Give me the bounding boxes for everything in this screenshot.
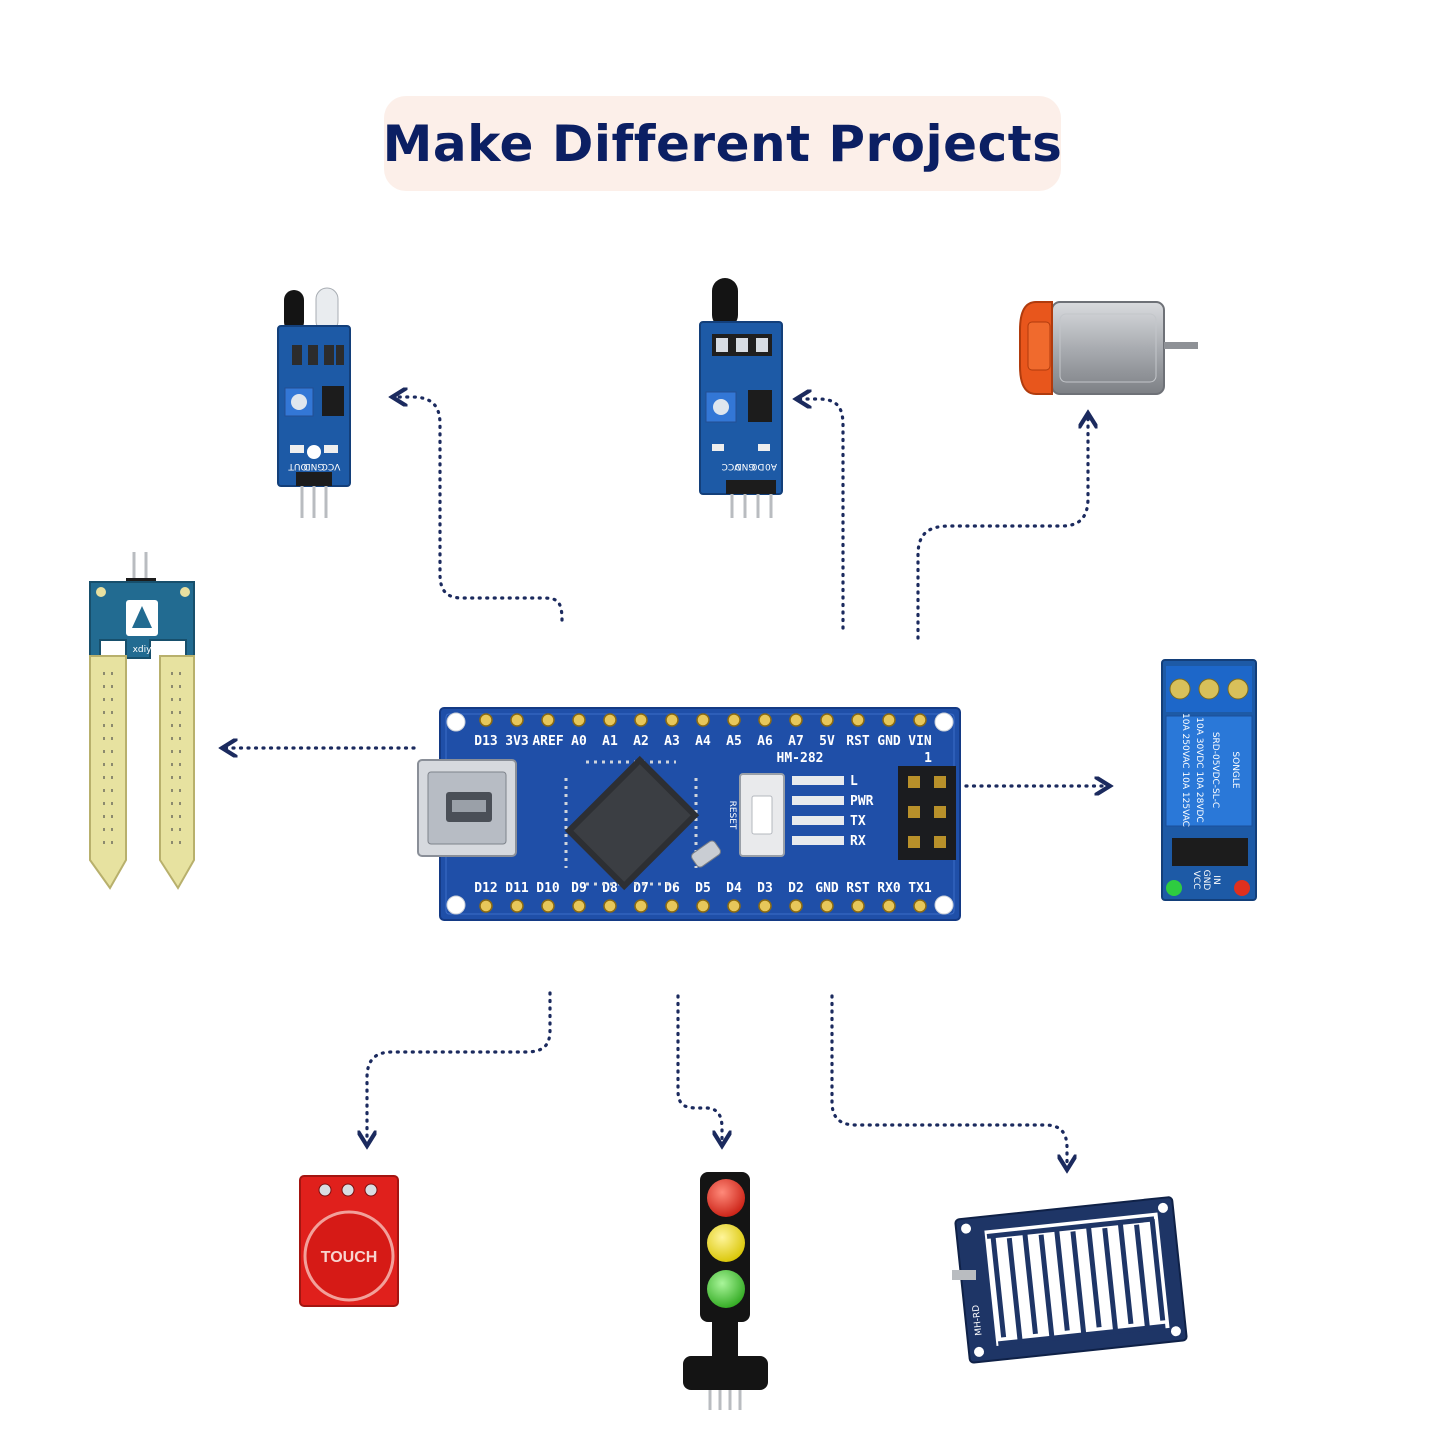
reset-label: RESET: [727, 801, 737, 830]
pin-label: GND: [815, 881, 839, 896]
flame-pin-label: GND: [735, 461, 756, 471]
pin-label: A6: [757, 734, 773, 749]
ir-pin-label: VCC: [322, 461, 341, 471]
led-label: RX: [850, 834, 866, 849]
pin-label: A1: [602, 734, 618, 749]
soil-moisture-sensor: [89, 552, 195, 890]
nano-bottom-pin-labels: D12 D11 D10 D9 D8 D7 D6 D5 D4 D3 D2 GND …: [474, 881, 932, 896]
page-title: Make Different Projects: [382, 114, 1063, 173]
rain-sensor-board: [952, 1196, 1188, 1364]
pin-label: 3V3: [505, 734, 528, 749]
arrow-to-flame-sensor: [800, 399, 845, 630]
pin-label: D13: [474, 734, 497, 749]
pin-label: RST: [846, 881, 870, 896]
icsp-header-icon: [898, 766, 956, 860]
arrow-to-touch-sensor: [367, 991, 552, 1142]
connector-arrows: [226, 397, 1106, 1166]
reset-button-icon: [739, 773, 785, 857]
rain-sensor-label: MH-RD: [971, 1304, 984, 1336]
pin-label: D2: [788, 881, 804, 896]
pin-label: A2: [633, 734, 649, 749]
pin-label: A0: [571, 734, 587, 749]
arrow-to-ir-sensor: [396, 397, 564, 622]
nano-bottom-pin-row: [479, 899, 927, 913]
pin-label: D10: [536, 881, 560, 896]
soil-brand-label: xdiy: [133, 645, 153, 655]
relay-rating-label: 10A 30VDC 10A 28VDC: [1194, 717, 1204, 822]
nano-top-pin-labels: D13 3V3 AREF A0 A1 A2 A3 A4 A5 A6 A7 5V …: [474, 734, 932, 749]
pin-label: D4: [726, 881, 742, 896]
pin-label: A7: [788, 734, 804, 749]
relay-module: [1161, 659, 1257, 901]
ir-pin-label: GND: [304, 461, 325, 471]
title-banner: Make Different Projects: [382, 96, 1063, 191]
arrow-to-rain-sensor: [830, 994, 1067, 1166]
pin-label: VIN: [908, 734, 932, 749]
relay-pin-label: IN: [1211, 875, 1221, 884]
relay-rating-label: 10A 250VAC 10A 125VAC: [1180, 713, 1190, 827]
relay-model-label: SRD-05VDC-SL-C: [1210, 732, 1220, 808]
led-label: L: [850, 774, 858, 789]
led-label: PWR: [850, 794, 874, 809]
traffic-light-module: [683, 1172, 768, 1410]
pin-label: RST: [846, 734, 870, 749]
pin-label: D9: [571, 881, 587, 896]
board-model-label: HM-282: [777, 751, 824, 766]
ir-pin-label: OUT: [288, 461, 308, 471]
pin-label: GND: [877, 734, 901, 749]
pin-label: RX0: [877, 881, 901, 896]
dc-motor: [1019, 301, 1198, 395]
icsp-label: 1: [924, 751, 932, 766]
pin-label: D11: [505, 881, 529, 896]
flame-pin-label: A0: [765, 461, 777, 471]
relay-pin-label: GND: [1201, 870, 1211, 891]
pin-label: TX1: [908, 881, 932, 896]
flame-pin-label: D0: [751, 461, 764, 471]
arrow-to-traffic-light: [676, 994, 722, 1142]
pin-label: D5: [695, 881, 711, 896]
pin-label: D3: [757, 881, 773, 896]
arduino-nano-board: D13 3V3 AREF A0 A1 A2 A3 A4 A5 A6 A7 5V …: [417, 707, 961, 921]
pin-label: D12: [474, 881, 497, 896]
led-label: TX: [850, 814, 866, 829]
crystal-icon: [691, 840, 721, 868]
touch-sensor: [299, 1175, 399, 1307]
relay-pin-label: VCC: [1191, 871, 1201, 890]
usb-connector-icon: [417, 759, 517, 857]
pin-label: A5: [726, 734, 742, 749]
pin-label: D8: [602, 881, 618, 896]
pin-label: A3: [664, 734, 680, 749]
flame-pin-label: VCC: [722, 461, 741, 471]
touch-label: TOUCH: [321, 1249, 378, 1266]
pin-label: AREF: [532, 734, 563, 749]
status-leds: [792, 776, 844, 845]
pin-label: 5V: [819, 734, 835, 749]
pin-label: A4: [695, 734, 711, 749]
arrow-to-motor: [916, 417, 1088, 640]
nano-top-pin-row: [479, 713, 927, 727]
flame-sensor: [699, 278, 783, 518]
ir-obstacle-sensor: [277, 287, 351, 518]
relay-brand-label: SONGLE: [1230, 751, 1240, 789]
